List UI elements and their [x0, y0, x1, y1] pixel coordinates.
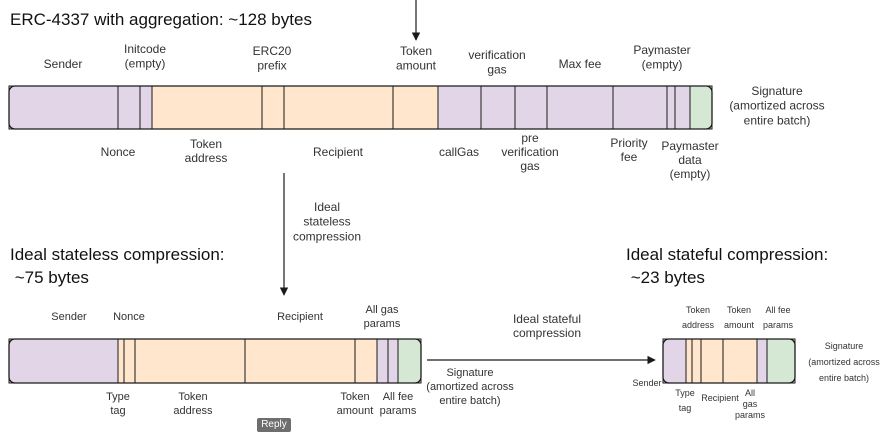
stateful-bar-segment	[685, 338, 693, 384]
erc4337-bar-outline	[8, 85, 713, 130]
reply-button[interactable]: Reply	[257, 418, 291, 432]
erc4337-bar-segment	[437, 85, 482, 130]
stateless-bar-segment	[123, 338, 136, 384]
erc4337-label-above: Sender	[44, 57, 83, 71]
erc4337-bar-segment	[8, 85, 119, 130]
erc4337-bar-segment	[392, 85, 439, 130]
erc4337-label-above: Max fee	[559, 57, 602, 71]
stateless-bar-segment	[387, 338, 399, 384]
stateless-label-above: Sender	[51, 311, 87, 323]
stateless-bar-segment	[354, 338, 378, 384]
stateful-bar-segment	[722, 338, 758, 384]
erc4337-label-above: Initcode(empty)	[124, 42, 166, 71]
erc4337-label-below: Nonce	[101, 145, 136, 159]
erc4337-bar-segment	[612, 85, 668, 130]
erc4337-bar-segment	[546, 85, 614, 130]
stateless-label-above: Nonce	[113, 311, 145, 323]
erc4337-bar-segment	[666, 85, 676, 130]
erc4337-bar-segment	[151, 85, 263, 130]
stateful-bar-segment	[691, 338, 702, 384]
erc4337-label-below: callGas	[439, 145, 479, 159]
erc4337-label-above: Paymaster(empty)	[633, 43, 690, 72]
stateless-bar-segment	[376, 338, 389, 384]
stateful-label-below: Sender	[632, 378, 661, 388]
stateless-bar-outline	[8, 338, 422, 384]
stateless-bar-segment	[134, 338, 246, 384]
erc4337-bar-segment	[117, 85, 141, 130]
stateful-bar-segment	[700, 338, 724, 384]
erc4337-bar-segment	[480, 85, 516, 130]
stateless-title: Ideal stateless compression: ~75 bytes	[10, 245, 225, 287]
erc4337-bar-segment	[283, 85, 394, 130]
erc4337-bar-segment	[139, 85, 153, 130]
stateless-bar-segment	[244, 338, 356, 384]
diagram-labels: ERC-4337 with aggregation: ~128 bytesIde…	[10, 10, 880, 420]
stateful-bar-segment	[662, 338, 687, 384]
erc4337-bar-segment	[261, 85, 285, 130]
connector-arrows	[279, 0, 656, 365]
erc4337-bar-segment	[514, 85, 548, 130]
stateful-bar-segment	[756, 338, 768, 384]
stateless-bar-segment	[397, 338, 422, 384]
erc4337-label-below: Recipient	[313, 145, 364, 159]
stateful-bar-segment	[766, 338, 796, 384]
stateful-title: Ideal stateful compression: ~23 bytes	[626, 245, 828, 287]
stateless-label-above: Recipient	[277, 311, 323, 323]
stateful-bar-outline	[662, 338, 796, 384]
byte-layout-bars	[8, 85, 796, 384]
erc4337-title: ERC-4337 with aggregation: ~128 bytes	[10, 10, 312, 29]
stateless-bar-segment	[8, 338, 119, 384]
erc4337-bar-segment	[689, 85, 713, 130]
erc4337-bar-segment	[674, 85, 691, 130]
stateless-bar-segment	[117, 338, 125, 384]
stateful-label-below: Recipient	[701, 393, 739, 403]
